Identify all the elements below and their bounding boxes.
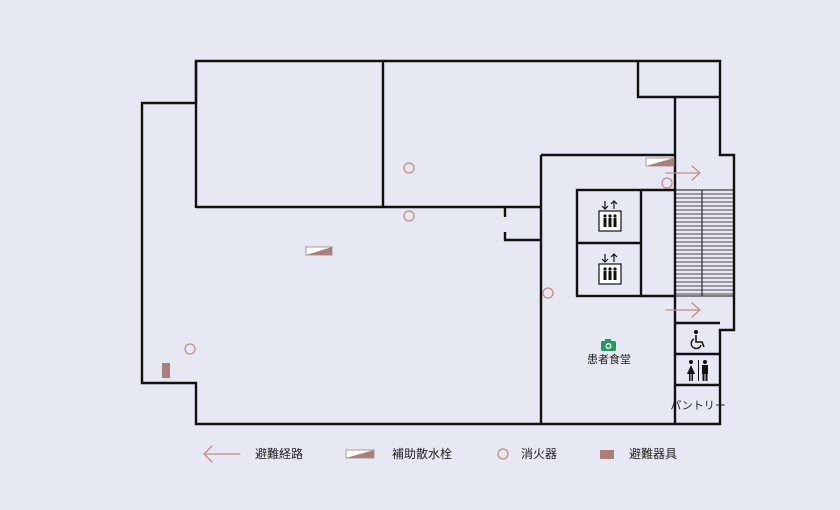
legend: 避難経路 補助散水栓 消火器 避難器具 — [203, 445, 677, 463]
elevator-icon — [598, 253, 622, 285]
evacuation-equipment-marker — [162, 363, 170, 378]
hydrant-legend-icon — [345, 449, 375, 459]
legend-label-evacuation-route: 避難経路 — [255, 446, 303, 461]
room-label-dining: 患者食堂 — [587, 352, 631, 366]
restroom-icon — [687, 360, 708, 381]
extinguisher-marker — [184, 343, 196, 355]
restroom-block — [673, 321, 720, 424]
outer-walls — [140, 59, 736, 426]
hydrant-marker — [645, 157, 675, 167]
evacuation-route-legend-icon — [203, 445, 241, 463]
elevator-icon — [598, 200, 622, 232]
extinguisher-marker — [403, 162, 415, 174]
hydrant-marker — [305, 246, 333, 256]
evacuation-equipment-legend-icon — [600, 450, 614, 459]
extinguisher-legend-icon — [497, 448, 509, 460]
staircase — [674, 189, 735, 297]
top-right-room-wall — [636, 61, 720, 99]
evacuation-arrow — [665, 165, 701, 181]
room-label-pantry: パントリー — [670, 399, 726, 412]
stair-treads — [675, 193, 734, 295]
core-wall — [539, 153, 675, 424]
extinguisher-marker — [661, 177, 673, 189]
camera-icon — [601, 339, 616, 351]
door-jamb — [503, 207, 541, 242]
wheelchair-icon — [690, 330, 705, 350]
extinguisher-marker — [403, 210, 415, 222]
evacuation-arrow — [665, 302, 701, 318]
legend-label-evacuation-equipment: 避難器具 — [629, 446, 677, 461]
legend-label-hydrant: 補助散水栓 — [392, 446, 452, 461]
legend-label-extinguisher: 消火器 — [521, 447, 557, 461]
extinguisher-marker — [542, 287, 554, 299]
